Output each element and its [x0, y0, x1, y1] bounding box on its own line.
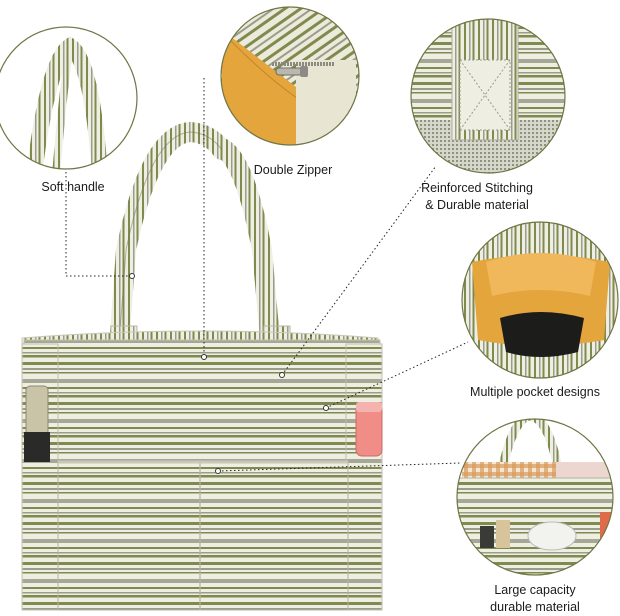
- caption-soft-handle-text: Soft handle: [41, 180, 105, 194]
- caption-large-capacity: Large capacity durable material: [470, 582, 600, 616]
- caption-reinforced-line1: Reinforced Stitching: [421, 181, 533, 195]
- caption-large-capacity-line1: Large capacity: [494, 583, 576, 597]
- detail-circle-multiple-pockets: [461, 221, 619, 379]
- tote-bag: [21, 121, 383, 611]
- detail-circle-double-zipper: [220, 6, 360, 146]
- detail-circle-soft-handle: [0, 26, 138, 170]
- detail-circle-large-capacity: [456, 418, 614, 576]
- front-pocket: [57, 461, 349, 611]
- side-gusset-left: [21, 343, 59, 611]
- caption-soft-handle: Soft handle: [30, 179, 116, 196]
- detail-circle-reinforced-stitching: [410, 18, 566, 174]
- caption-multiple-pockets: Multiple pocket designs: [455, 384, 615, 401]
- caption-reinforced-line2: & Durable material: [425, 198, 529, 212]
- side-gusset-right: [345, 343, 383, 611]
- zipper-pull-icon: [275, 66, 308, 77]
- caption-multiple-pockets-text: Multiple pocket designs: [470, 385, 600, 399]
- leader-lines: [65, 78, 469, 472]
- handle-right: [212, 138, 282, 372]
- leader-dots: [129, 273, 329, 474]
- caption-reinforced-stitching: Reinforced Stitching & Durable material: [392, 180, 562, 214]
- caption-large-capacity-line2: durable material: [490, 600, 580, 614]
- caption-double-zipper-text: Double Zipper: [253, 163, 333, 177]
- caption-double-zipper: Double Zipper: [240, 162, 346, 179]
